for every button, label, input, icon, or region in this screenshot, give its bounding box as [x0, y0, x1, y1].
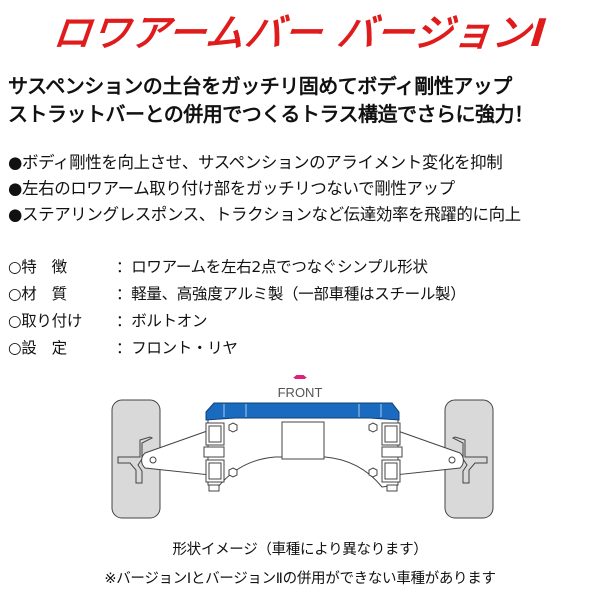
lower-arm-bar-diagram: FRONT: [100, 372, 500, 535]
spec-value: ：ロワアームを左右2点でつなぐシンプル形状: [116, 258, 428, 276]
spec-row: ○取り付け ：ボルトオン: [8, 308, 465, 335]
spec-key: ○材 質: [8, 285, 67, 303]
spec-list: ○特 徴 ：ロワアームを左右2点でつなぐシンプル形状 ○材 質 ：軽量、高強度ア…: [8, 254, 466, 362]
spec-value: ：軽量、高強度アルミ製（一部車種はスチール製）: [116, 285, 466, 303]
lower-arm-bar: [205, 402, 400, 421]
lead-line-1: サスペンションの土台をガッチリ固めてボディ剛性アップ: [8, 74, 512, 98]
spec-row: ○材 質 ：軽量、高強度アルミ製（一部車種はスチール製）: [8, 281, 466, 308]
spec-row: ○設 定 ：フロント・リヤ: [8, 335, 465, 362]
bullet-item: ●左右のロワアーム取り付け部をガッチリつないで剛性アップ: [8, 179, 455, 198]
bullet-item: ●ステアリングレスポンス、トラクションなど伝達効率を飛躍的に向上: [8, 205, 521, 224]
lead-line-2: ストラットバーとの併用でつくるトラス構造でさらに強力！: [8, 102, 534, 126]
spec-key: ○設 定: [8, 339, 67, 357]
feature-bullets: ●ボディ剛性を向上させ、サスペンションのアライメント変化を抑制 ●左右のロワアー…: [8, 150, 521, 228]
spec-row: ○特 徴 ：ロワアームを左右2点でつなぐシンプル形状: [8, 254, 465, 281]
front-label: FRONT: [278, 385, 323, 400]
spec-key: ○取り付け: [8, 312, 83, 330]
spec-value: ：ボルトオン: [116, 312, 208, 330]
compatibility-note: ※バージョンⅠとバージョンⅡの併用ができない車種があります: [104, 571, 496, 587]
bullet-item: ●ボディ剛性を向上させ、サスペンションのアライメント変化を抑制: [8, 153, 503, 172]
lead-text: サスペンションの土台をガッチリ固めてボディ剛性アップ ストラットバーとの併用でつ…: [8, 72, 598, 128]
spec-key: ○特 徴: [8, 258, 67, 276]
spec-value: ：フロント・リヤ: [116, 339, 238, 357]
diagram-caption: 形状イメージ（車種により異なります）: [172, 542, 428, 558]
product-title: ロワアームバー バージョンⅠ: [51, 11, 549, 55]
